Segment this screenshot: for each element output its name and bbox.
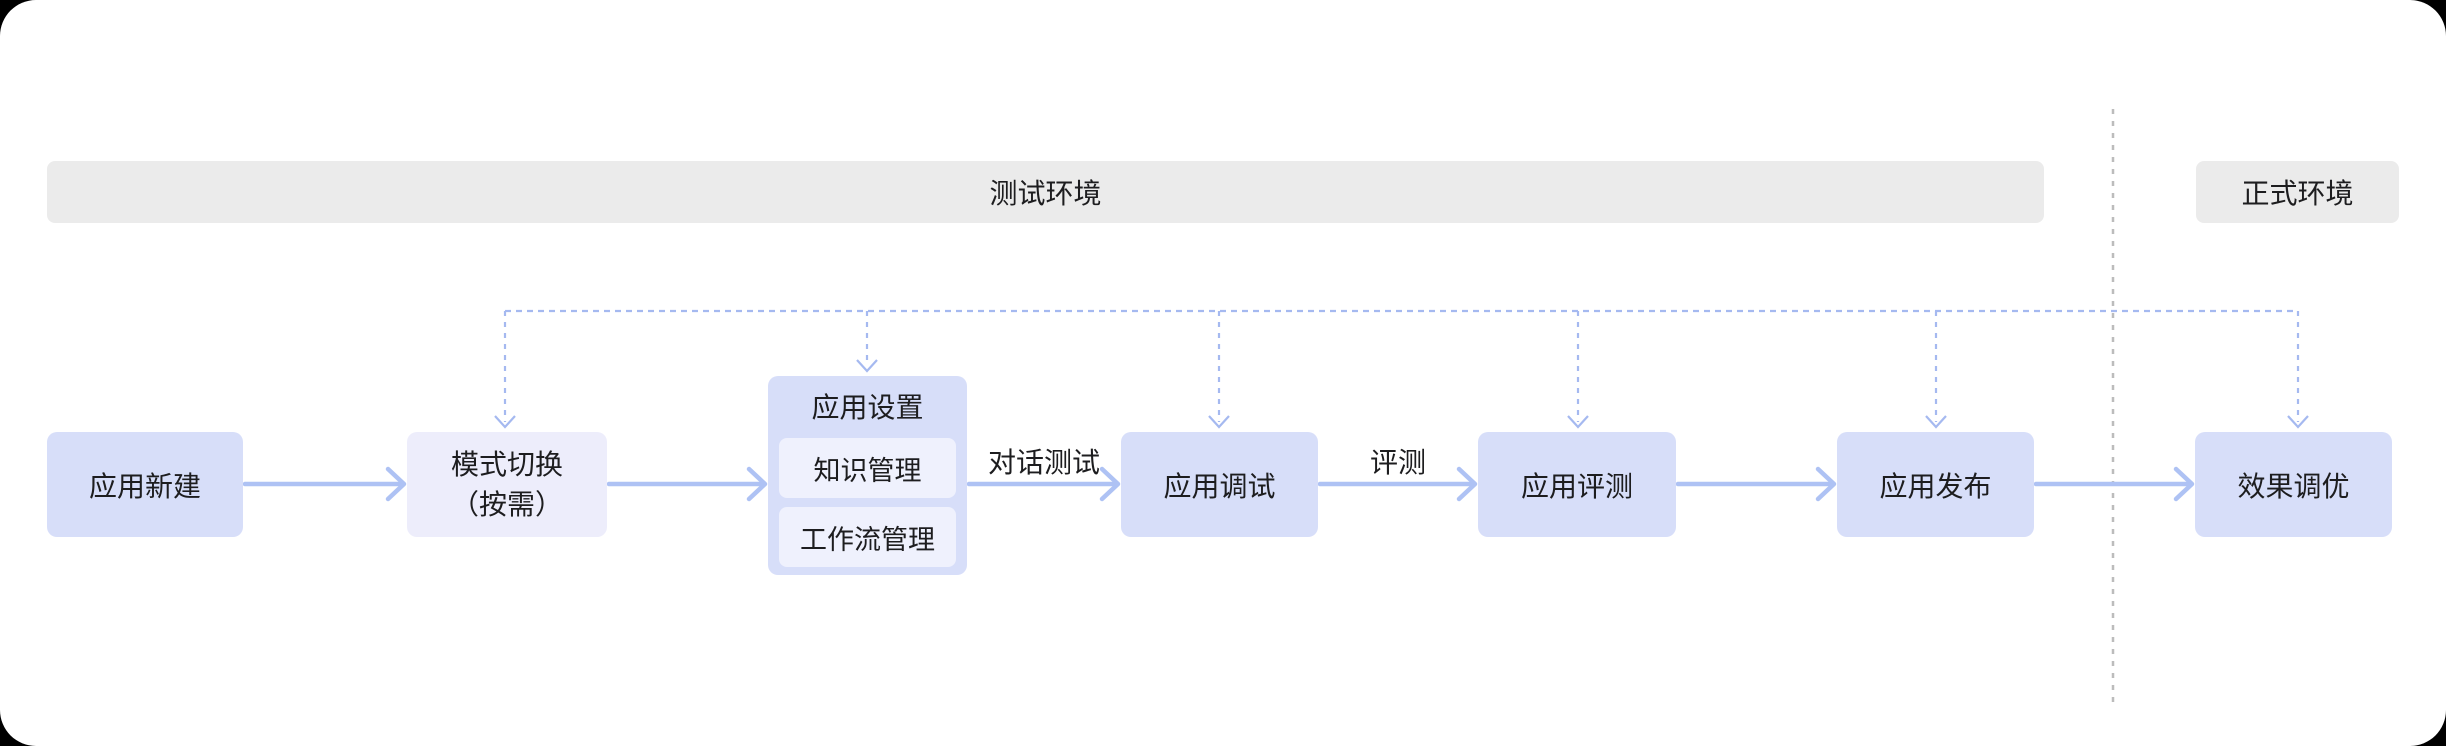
node-app-debug: 应用调试 (1121, 432, 1318, 537)
node-app-evaluation: 应用评测 (1478, 432, 1676, 537)
arrowhead-right-icon (746, 466, 768, 502)
arrowhead-right-icon (2173, 466, 2195, 502)
node-app-settings-group: 应用设置 知识管理 工作流管理 (768, 376, 967, 575)
node-effect-tuning: 效果调优 (2195, 432, 2392, 537)
arrowhead-right-icon (1815, 466, 1837, 502)
arrowhead-down-icon (2287, 415, 2309, 429)
arrowhead-down-icon (1567, 415, 1589, 429)
arrowhead-down-icon (1925, 415, 1947, 429)
node-app-publish: 应用发布 (1837, 432, 2034, 537)
node-knowledge-management: 知识管理 (779, 438, 956, 498)
node-workflow-management: 工作流管理 (779, 507, 956, 567)
node-app-create: 应用新建 (47, 432, 243, 537)
node-mode-switch: 模式切换 （按需） (407, 432, 607, 537)
arrowhead-right-icon (385, 466, 407, 502)
arrowhead-down-icon (1208, 415, 1230, 429)
edge-label-evaluation: 评测 (1369, 447, 1426, 478)
app-settings-group-title: 应用设置 (811, 392, 924, 423)
arrowhead-down-icon (856, 359, 878, 373)
feedback-arrows (494, 311, 2309, 429)
banner-production-environment: 正式环境 (2196, 161, 2399, 223)
banner-test-environment: 测试环境 (47, 161, 2044, 223)
edge-label-dialog-test: 对话测试 (987, 447, 1100, 478)
arrowhead-down-icon (494, 415, 516, 429)
